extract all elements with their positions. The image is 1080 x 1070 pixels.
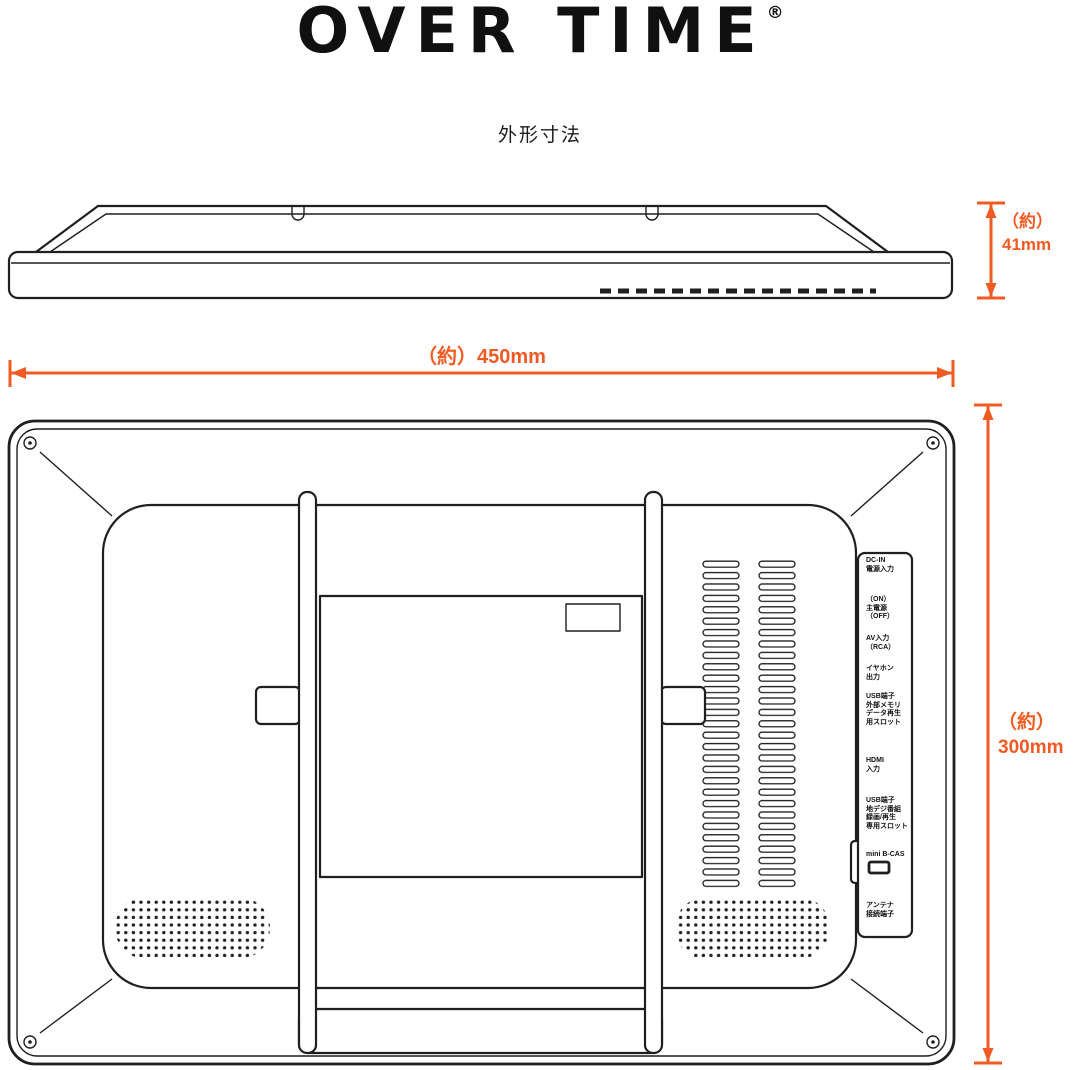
arrowhead-up [982,406,994,420]
mount-plate [318,594,644,879]
top-view-base-slab [7,250,954,300]
stand-base [297,1007,664,1055]
dim-label-height: （約） 300mm [998,712,1064,758]
port-panel-strip [856,551,914,939]
brand-logo: OVER TIME® [0,0,1080,67]
screw-dot [931,441,935,445]
rear-raised-panel [101,503,858,990]
speaker-grille-left [115,897,270,959]
port-panel [849,551,914,939]
stand-tab-left [254,685,302,726]
screw-icon [23,436,37,450]
corner-bevel [39,978,113,1034]
arrowhead-down [985,283,997,297]
vent-grille-right [758,560,796,890]
arrowhead-down [982,1048,994,1062]
dim-300mm [974,403,1002,1065]
registered-mark: ® [766,3,784,23]
mini-bcas-icon [867,860,891,875]
top-view-drawing [7,204,954,300]
screw-dot [28,441,32,445]
vent-grille-left [702,560,740,890]
top-view-inner-contour [49,213,875,253]
port-label-power: （ON） 主電源 （OFF） [866,596,894,620]
dim-450mm [8,360,955,387]
arrowhead-up [985,204,997,218]
port-label-antenna: アンテナ 接続端子 [866,902,894,918]
port-label-hdmi: HDMI 入力 [866,757,884,773]
rear-inner-frame [16,428,947,1057]
port-label-av-in: AV入力 （RCA） [866,635,896,651]
port-label-mini-bcas: mini B-CAS [866,851,905,858]
arrowhead-right [937,367,952,379]
corner-screws [23,436,940,1049]
rear-view-drawing [7,419,956,1066]
mount-plate-label-window [565,603,621,632]
screw-icon [23,1035,37,1049]
screw-dot [28,1040,32,1044]
top-view-notch-right [645,207,659,221]
top-view-notch-left [291,207,305,221]
port-label-usb-rec: USB端子 地デジ番組 録画/再生 専用スロット [866,797,908,830]
arrowhead-left [11,367,26,379]
port-label-usb-media: USB端子 外部メモリ データ再生 用スロット [866,693,901,726]
dim-label-width: （約）450mm [417,346,546,368]
top-view-upper-contour [35,204,889,253]
screw-icon [926,1035,940,1049]
speaker-grille-right [675,897,830,959]
corner-bevel [39,451,113,517]
page-title: 外形寸法 [497,125,582,146]
stand-bar-left [297,490,318,1055]
stand-bar-right [643,490,664,1055]
stand-tab-right [659,685,707,726]
screw-dot [931,1040,935,1044]
port-label-dc-in: DC-IN 電源入力 [866,557,894,573]
corner-bevel [850,978,924,1034]
corner-bevel [850,451,924,517]
dim-label-thickness: （約） 41mm [1002,212,1053,254]
rear-outer-frame [7,419,956,1066]
screw-icon [926,436,940,450]
port-label-headphone: イヤホン 出力 [866,665,894,681]
dim-41mm [977,201,1005,300]
brand-logo-text: OVER TIME [296,0,767,67]
